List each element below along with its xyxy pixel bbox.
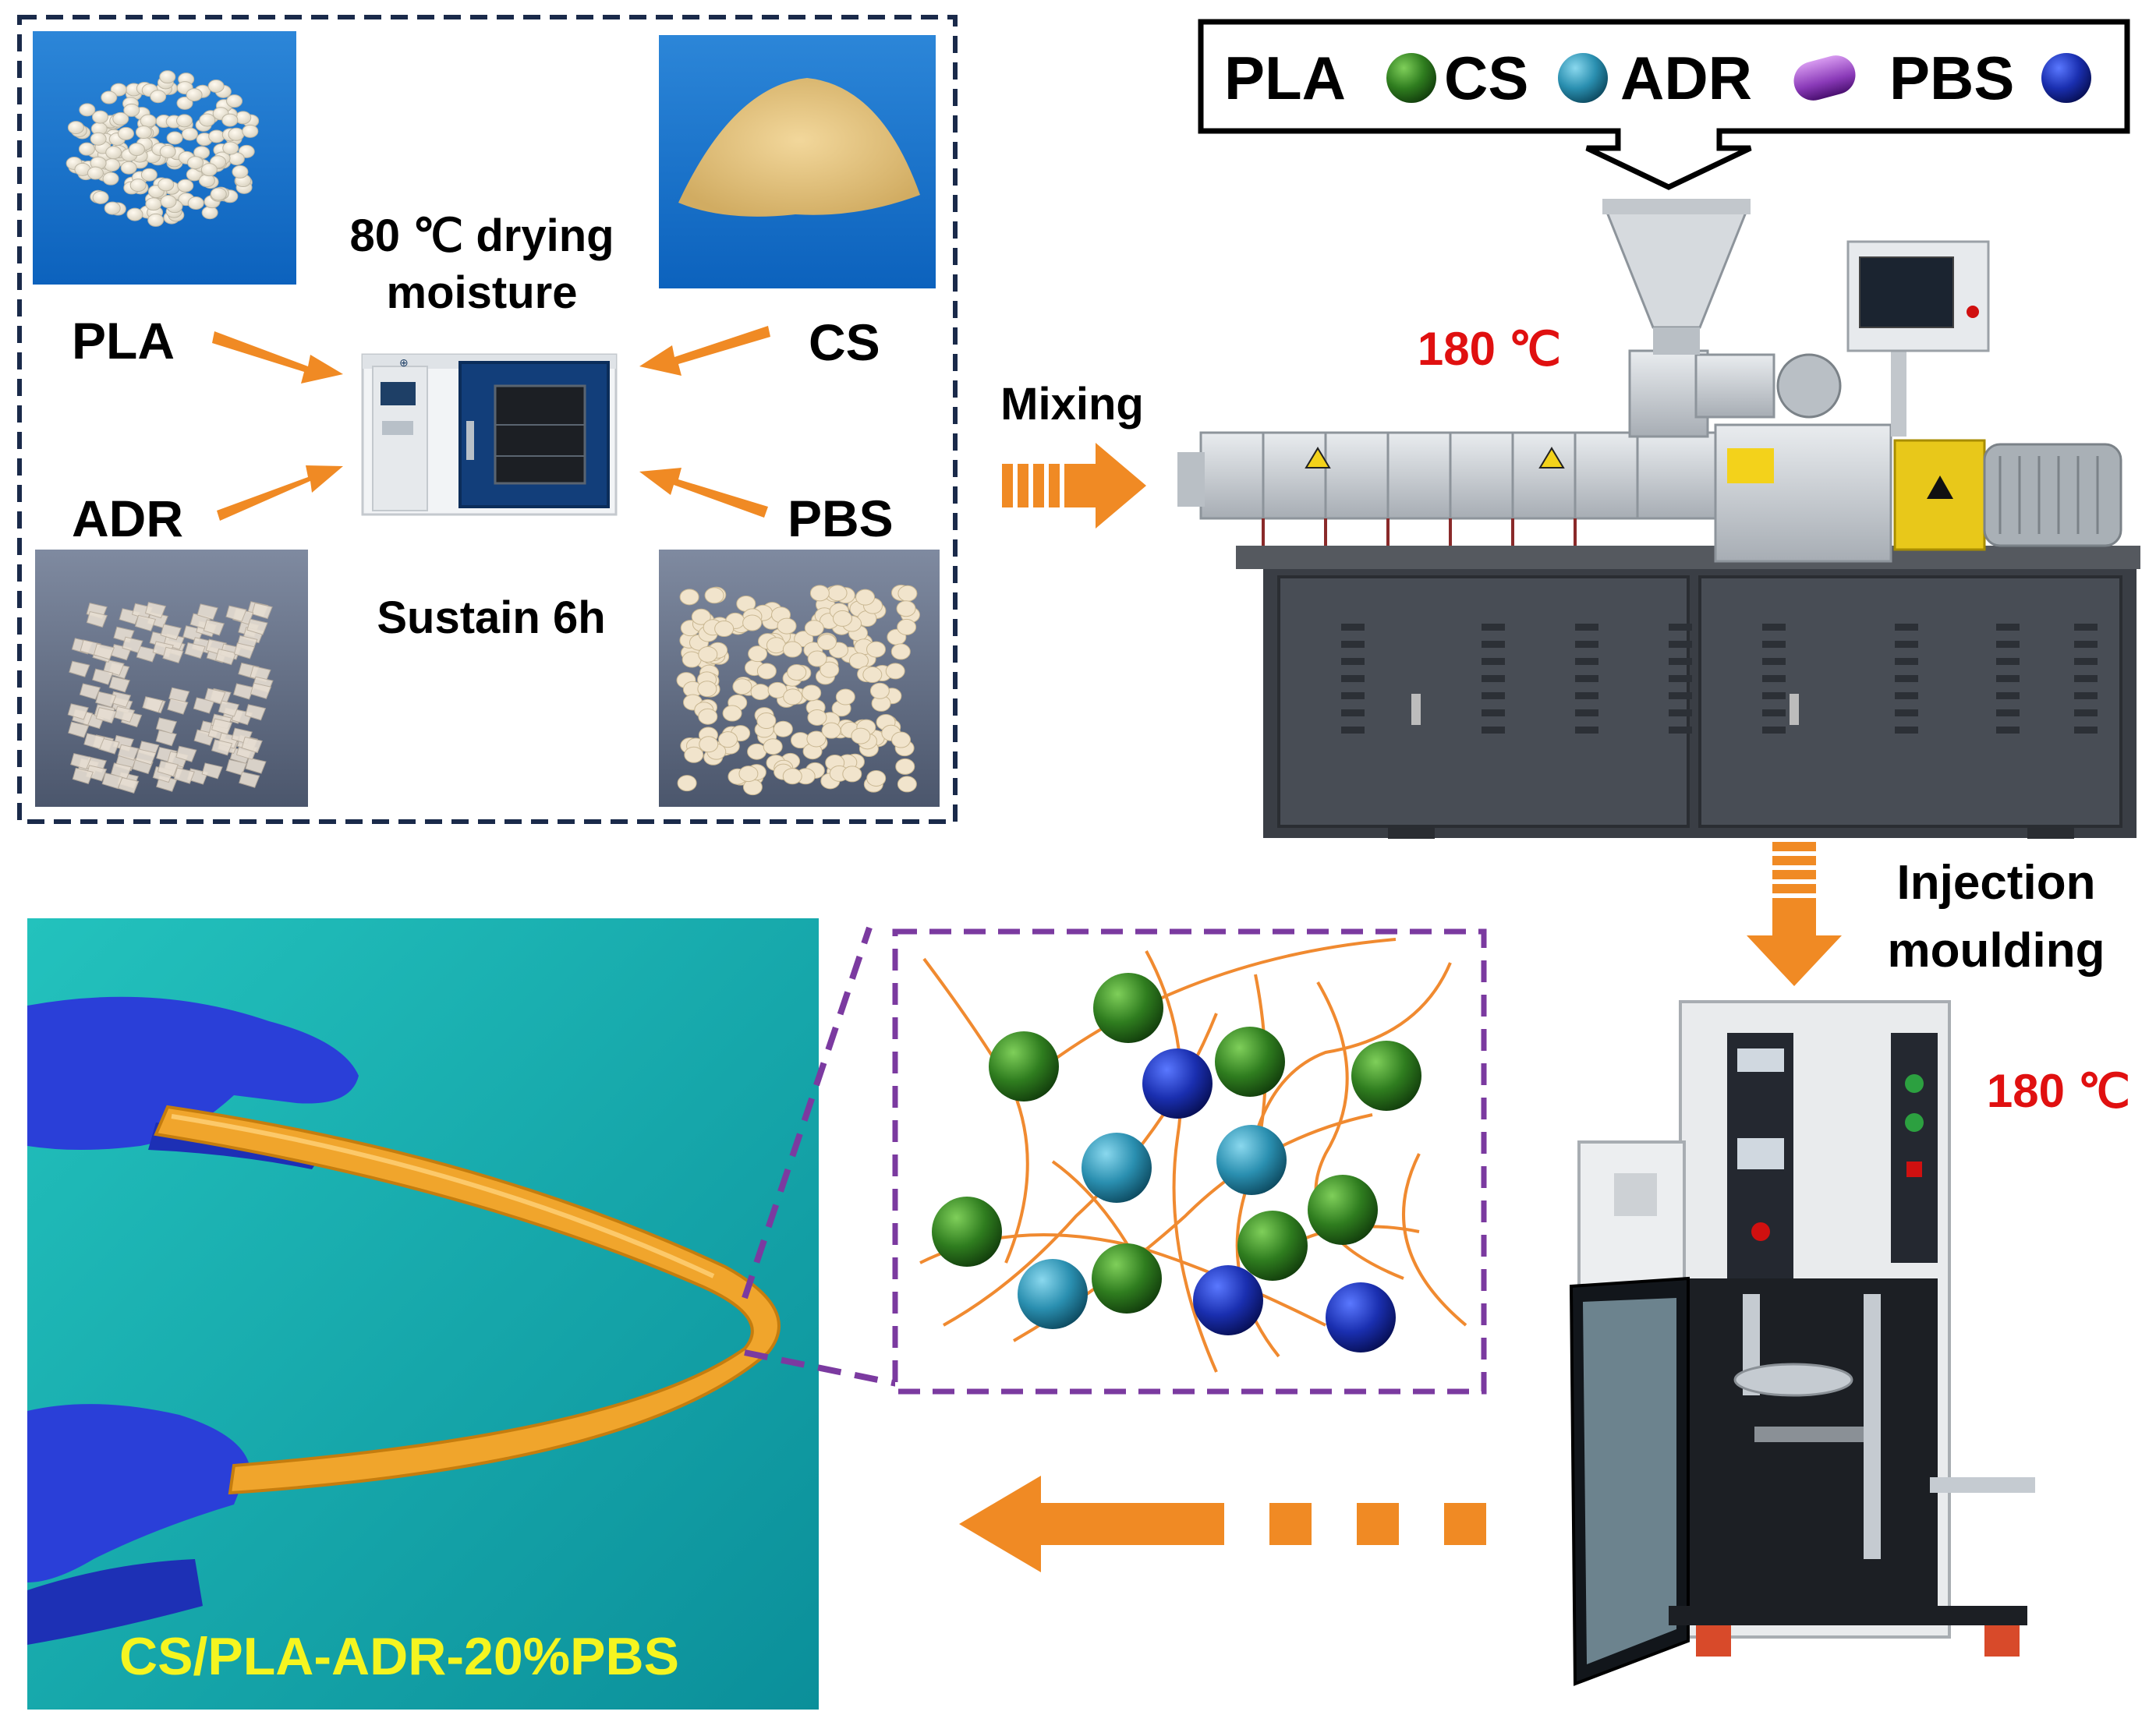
pla-label: PLA (72, 312, 175, 370)
adr-to-oven-arrow (217, 465, 343, 521)
materials-dashed-frame (17, 15, 958, 824)
pla-photo (33, 31, 296, 285)
injection-label-line1: Injection (1897, 856, 2096, 910)
injection-arrow (1747, 842, 1842, 986)
pla-pellet-pile (65, 70, 260, 227)
adr-label: ADR (72, 490, 183, 547)
pbs-to-oven-arrow (639, 468, 768, 518)
cs-to-oven-arrow (639, 326, 770, 376)
legend-label-cs: CS (1444, 44, 1528, 112)
legend-callout: PLA CS ADR PBS (1198, 19, 2130, 190)
legend-green-sphere-icon (1386, 53, 1436, 103)
legend-label-pla: PLA (1224, 44, 1346, 112)
sustain-text: Sustain 6h (377, 592, 605, 643)
injection-temperature: 180 ℃ (1987, 1065, 2130, 1117)
product-photo: CS/PLA-ADR-20%PBS (27, 918, 819, 1710)
legend-blue-sphere-icon (2041, 53, 2091, 103)
twin-screw-extruder-image (1177, 199, 2140, 839)
zoom-line-lower (744, 1349, 897, 1387)
svg-text:⊕: ⊕ (399, 356, 409, 369)
pbs-label: PBS (788, 490, 894, 547)
pbs-photo (659, 550, 940, 807)
mixing-label: Mixing (1000, 379, 1144, 430)
pbs-pellet-pile (676, 584, 920, 796)
cabinet-vents (1341, 624, 2098, 734)
adr-photo (35, 550, 308, 807)
extruder-temperature: 180 ℃ (1418, 323, 1561, 375)
drying-oven-image: ⊕ (361, 353, 618, 516)
legend-teal-sphere-icon (1558, 53, 1608, 103)
cs-label: CS (809, 313, 880, 371)
drying-text-line2: moisture (387, 267, 578, 318)
cs-photo (659, 35, 936, 288)
drying-text-line1: 80 ℃ drying (349, 210, 614, 261)
legend-label-pbs: PBS (1889, 44, 2014, 112)
molecular-zoom-frame (892, 928, 1487, 1395)
legend-label-adr: ADR (1620, 44, 1752, 112)
injection-label-line2: moulding (1888, 924, 2105, 978)
mixing-arrow (1002, 443, 1146, 529)
zoom-line-upper (742, 926, 873, 1299)
molecular-spheres (932, 973, 1421, 1352)
product-label: CS/PLA-ADR-20%PBS (119, 1627, 679, 1686)
pla-to-oven-arrow (212, 331, 343, 384)
adr-flake-pile (67, 601, 274, 794)
return-arrow (959, 1476, 1486, 1572)
injection-moulding-machine-image (1569, 1000, 2035, 1686)
legend-purple-capsule-icon (1793, 55, 1856, 101)
